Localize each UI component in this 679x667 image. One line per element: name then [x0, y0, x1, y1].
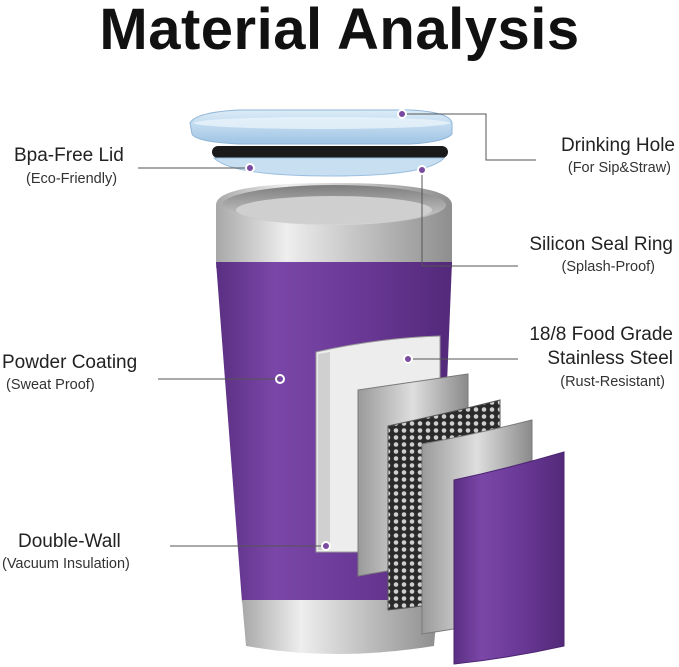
label-seal: Silicon Seal Ring	[529, 234, 673, 255]
label-coating: Powder Coating	[2, 352, 138, 373]
marker-coating	[275, 374, 285, 384]
marker-hole	[397, 109, 407, 119]
label-steel-line1: 18/8 Food Grade	[529, 324, 673, 345]
label-lid: Bpa-Free Lid	[14, 145, 124, 166]
seal-ring	[212, 146, 448, 177]
sublabel-coating: (Sweat Proof)	[6, 377, 95, 393]
marker-steel	[403, 354, 413, 364]
sublabel-wall: (Vacuum Insulation)	[2, 556, 130, 572]
label-steel-line2: Stainless Steel	[547, 348, 673, 369]
tumbler-base	[242, 600, 438, 654]
lid	[189, 109, 453, 145]
label-wall: Double-Wall	[18, 531, 121, 552]
label-hole: Drinking Hole	[560, 135, 675, 156]
marker-seal	[417, 165, 427, 175]
sublabel-hole: (For Sip&Straw)	[567, 160, 671, 176]
sublabel-seal: (Splash-Proof)	[561, 259, 655, 275]
leader-hole	[402, 113, 536, 161]
marker-wall	[321, 541, 331, 551]
marker-lid	[245, 163, 255, 173]
page-title: Material Analysis	[99, 0, 580, 62]
tumbler-rim	[216, 183, 452, 268]
layer-powder-coating	[453, 451, 565, 665]
sublabel-steel: (Rust-Resistant)	[560, 374, 665, 390]
leader-seal	[421, 170, 518, 267]
sublabel-lid: (Eco-Friendly)	[26, 171, 118, 187]
